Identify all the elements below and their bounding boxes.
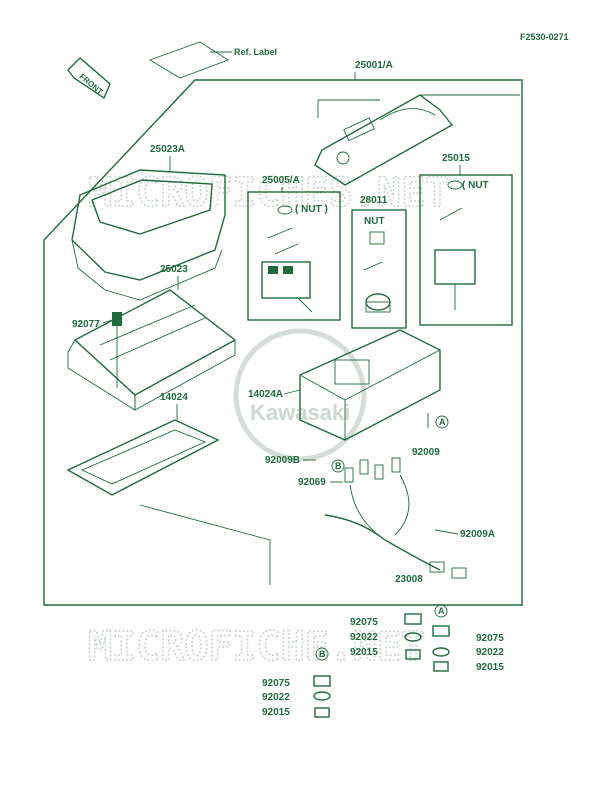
watermark-top: MICROFICHES.NET	[88, 170, 449, 216]
callout-grpA-92075-right: 92075	[476, 633, 504, 644]
mark-A-2-text: A	[438, 606, 445, 616]
callout-grpA-92015-left: 92015	[350, 647, 378, 658]
assembly-frame	[43, 79, 523, 606]
grommet-group-B: B 92075 92022 92015	[262, 647, 331, 718]
meter-case-14024A: 14024A	[248, 329, 441, 441]
sensor-box-28011: 28011 NUT	[351, 195, 407, 329]
callout-grpB-92022: 92022	[262, 692, 290, 703]
callout-25023A: 25023A	[150, 144, 185, 155]
tachometer-box: 25005/A ( NUT )	[247, 175, 341, 321]
callout-92009: 92009	[412, 447, 440, 458]
callout-grpA-92075-left: 92075	[350, 617, 378, 628]
mark-A-1-text: A	[439, 417, 446, 427]
callout-14024: 14024	[160, 392, 188, 403]
callout-grpB-92075: 92075	[262, 678, 290, 689]
wiring-harness-23008: 23008 92009A	[324, 457, 495, 585]
watermark-logo-ring	[233, 328, 367, 462]
callout-grpA-92015-right: 92015	[476, 662, 504, 673]
callout-92009B: 92009B	[265, 455, 300, 466]
callout-14024A: 14024A	[248, 389, 283, 400]
meter-lens-25023: 25023 92077	[67, 264, 237, 411]
nut-label-2: NUT	[364, 216, 385, 227]
meter-cover-25023A: 25023A	[71, 144, 226, 301]
callout-23008: 23008	[395, 574, 423, 585]
mark-B-2-text: B	[319, 649, 326, 659]
doc-code: F2530-0271	[520, 32, 569, 42]
callout-25005: 25005/A	[262, 175, 300, 186]
mark-B-1-text: B	[335, 461, 342, 471]
meter-face	[314, 94, 520, 186]
speedometer-box: 25015 ( NUT	[419, 153, 513, 326]
callout-grpB-92015: 92015	[262, 707, 290, 718]
callout-92077: 92077	[72, 319, 100, 330]
nut-label-3: ( NUT	[462, 180, 489, 191]
callout-grpA-92022-left: 92022	[350, 632, 378, 643]
grommet-group-A: A 92075 92022 92015 92075 92022 92015	[350, 604, 504, 673]
mark-B-1	[331, 459, 345, 473]
watermark-bottom: MICROFICHE.NET	[88, 624, 425, 670]
callout-28011: 28011	[360, 195, 388, 206]
callout-25015: 25015	[442, 153, 470, 164]
callout-grpA-92022-right: 92022	[476, 647, 504, 658]
ref-label-callout: Ref. Label	[234, 47, 277, 57]
nut-label-1: ( NUT )	[295, 204, 328, 215]
gasket-14024: 14024	[66, 392, 271, 585]
callout-25023: 25023	[160, 264, 188, 275]
callout-92069: 92069	[298, 477, 326, 488]
callout-25001: 25001/A	[355, 60, 393, 71]
mark-A-1	[435, 415, 449, 429]
callout-92009A: 92009A	[460, 529, 495, 540]
front-arrow	[67, 57, 111, 100]
ref-label-plate	[148, 41, 229, 79]
